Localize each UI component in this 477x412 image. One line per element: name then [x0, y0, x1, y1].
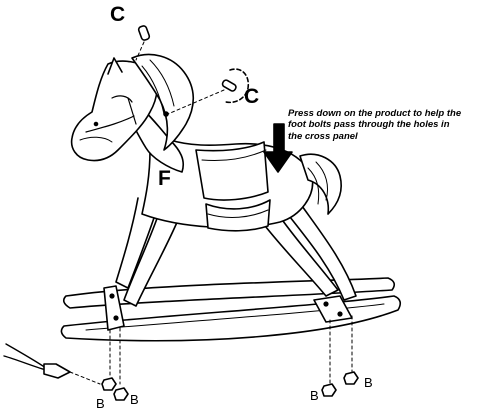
saddle	[195, 141, 271, 232]
pliers-icon	[3, 343, 101, 385]
horse-mane	[131, 53, 195, 151]
handle-side-part-c	[163, 68, 250, 117]
label-part-b-4: B	[364, 375, 373, 390]
press-down-arrow-icon	[263, 123, 293, 173]
rocker-rail-back	[62, 277, 396, 309]
horse-head	[70, 57, 158, 162]
label-part-f: F	[158, 167, 171, 190]
nut-b-3	[321, 383, 337, 397]
nut-b-2	[113, 387, 129, 401]
front-bracket	[103, 285, 125, 331]
nut-b-4	[343, 371, 359, 385]
bolt-guide-lines	[109, 315, 353, 385]
horse-legs	[115, 197, 357, 307]
instruction-line-3: the cross panel	[288, 130, 358, 142]
horse-tail	[299, 153, 343, 215]
instruction-line-2: foot bolts pass through the holes in	[288, 119, 450, 131]
label-part-b-3: B	[310, 388, 319, 403]
label-part-c-top: C	[110, 3, 126, 26]
label-part-b-1: B	[96, 396, 105, 411]
nut-b-1	[101, 377, 117, 391]
label-part-c-side: C	[244, 85, 260, 108]
rear-bracket	[313, 295, 353, 323]
rocker-rail-front	[60, 295, 402, 342]
instruction-line-1: Press down on the product to help the	[288, 108, 462, 119]
press-down-instruction: Press down on the product to help the fo…	[288, 108, 477, 142]
label-part-b-2: B	[130, 392, 139, 407]
handle-top-part-c	[135, 25, 151, 61]
